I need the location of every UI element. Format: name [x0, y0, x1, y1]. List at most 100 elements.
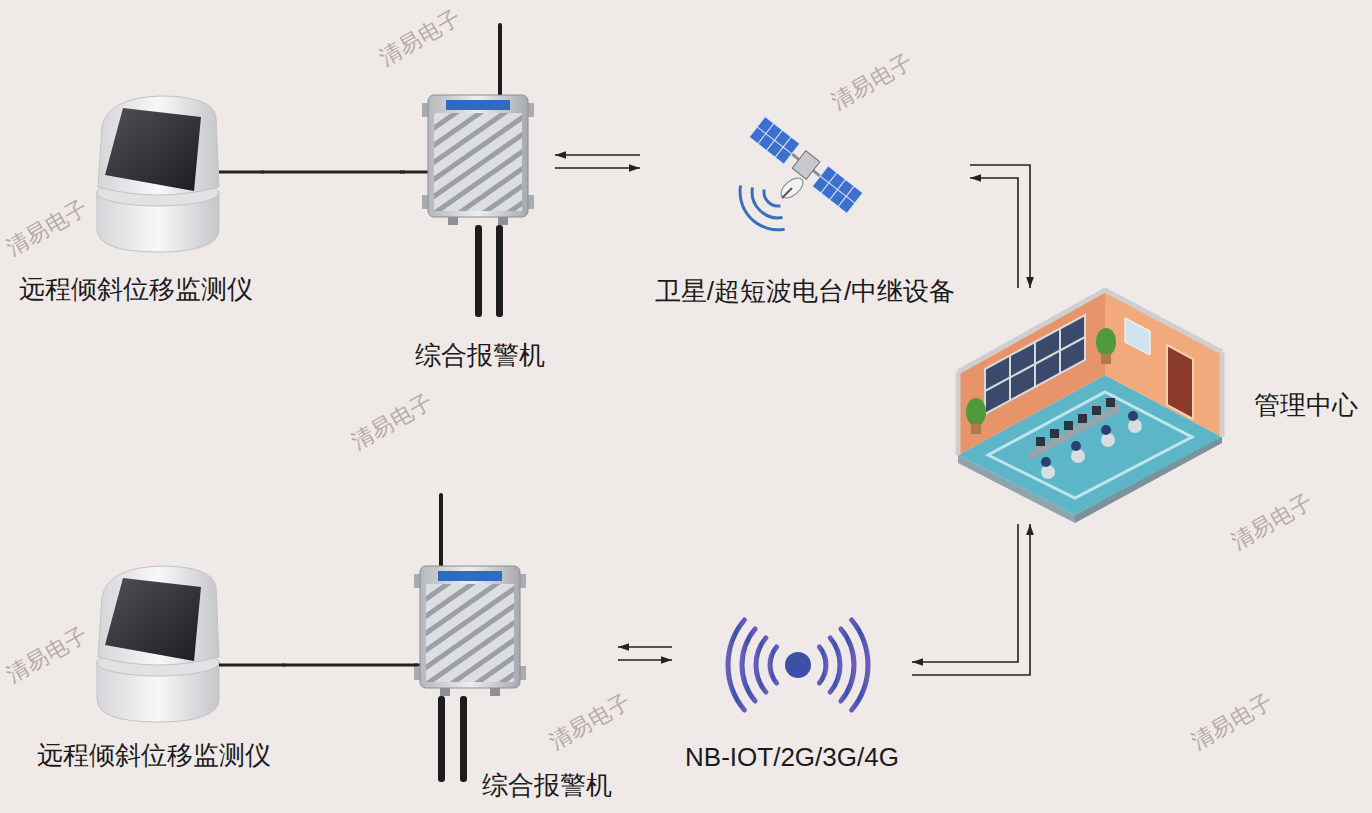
connector-line	[970, 165, 1030, 288]
antenna	[460, 696, 467, 782]
illustration-part	[1106, 398, 1115, 407]
connector	[912, 524, 1030, 675]
room-illustration	[958, 290, 1222, 523]
gateway-symbol	[414, 566, 526, 696]
illustration-part	[1125, 318, 1150, 355]
connector	[282, 665, 418, 666]
connector-line	[555, 154, 640, 156]
connector-line	[912, 524, 1030, 675]
illustration-part	[770, 647, 777, 683]
node-label: 管理中心	[1252, 390, 1360, 422]
illustration-part	[749, 117, 863, 214]
illustration-part	[1071, 449, 1085, 463]
illustration-part	[1220, 352, 1225, 437]
illustration-part	[749, 117, 863, 214]
watermark: 清易电子	[1226, 487, 1317, 557]
connector	[261, 172, 405, 173]
illustration-part	[1041, 457, 1051, 467]
control-center-node: 管理中心	[955, 288, 1364, 524]
illustration-part	[1096, 328, 1116, 356]
monitor-symbol	[97, 96, 219, 252]
illustration-part	[1101, 354, 1111, 364]
illustration-part	[830, 638, 840, 692]
gateway-symbol	[422, 95, 534, 225]
illustration-part	[792, 151, 820, 179]
illustration-part	[1041, 411, 1138, 467]
watermark: 清易电子	[374, 3, 465, 73]
watermark: 清易电子	[544, 687, 635, 757]
cable	[219, 664, 285, 667]
antenna	[496, 225, 503, 317]
illustration-part	[971, 424, 981, 434]
node-label: 卫星/超短波电台/中继设备	[653, 276, 957, 308]
cable	[219, 171, 264, 174]
illustration-part	[1078, 414, 1087, 423]
illustration-part	[1105, 290, 1222, 437]
illustration-part	[782, 188, 792, 198]
illustration-part	[852, 620, 868, 710]
node-label: 综合报警机	[413, 340, 547, 372]
illustration-part	[1064, 421, 1073, 430]
node-label: 远程倾斜位移监测仪	[35, 740, 273, 772]
connector-line	[261, 171, 405, 174]
watermark: 清易电子	[1, 193, 92, 263]
connector-line	[618, 646, 672, 648]
alarm-node: 综合报警机	[418, 492, 618, 806]
connector	[555, 155, 640, 168]
illustration-part	[985, 328, 1085, 400]
illustration-part	[985, 315, 1085, 414]
illustration-part	[756, 638, 766, 692]
connector	[970, 165, 1030, 288]
node-label: 远程倾斜位移监测仪	[17, 274, 255, 306]
connector-line	[282, 664, 418, 667]
antenna	[475, 225, 482, 317]
watermark: 清易电子	[826, 47, 917, 117]
antenna	[439, 495, 443, 566]
illustration-part	[740, 185, 785, 229]
node-label: 综合报警机	[480, 770, 614, 802]
illustration-part	[1036, 437, 1045, 446]
illustration-part	[819, 647, 826, 683]
illustration-part	[764, 190, 780, 206]
monitor-node: 远程倾斜位移监测仪	[11, 92, 261, 310]
antenna	[438, 696, 445, 782]
connector	[618, 647, 672, 660]
signal-symbol	[728, 620, 868, 710]
illustration-part	[1041, 419, 1142, 479]
connector-line	[618, 659, 672, 661]
alarm-node: 综合报警机	[405, 22, 555, 376]
illustration-part	[1036, 398, 1115, 446]
illustration-part	[785, 652, 811, 678]
watermark: 清易电子	[1186, 687, 1277, 757]
illustration-part	[752, 188, 782, 218]
watermark: 清易电子	[1, 620, 92, 690]
monitor-node: 远程倾斜位移监测仪	[26, 562, 282, 776]
illustration-part	[1101, 425, 1111, 435]
connector-line	[555, 167, 640, 169]
relay-node: 卫星/超短波电台/中继设备	[640, 92, 970, 312]
illustration-part	[1092, 406, 1101, 415]
antenna	[498, 25, 502, 96]
satellite-symbol	[740, 117, 863, 230]
illustration-part	[1071, 441, 1081, 451]
illustration-part	[841, 629, 854, 701]
illustration-part	[956, 372, 961, 455]
illustration-part	[1128, 411, 1138, 421]
illustration-part	[1128, 419, 1142, 433]
illustration-part	[1167, 345, 1193, 419]
illustration-part	[966, 398, 986, 426]
monitor-symbol	[97, 566, 219, 722]
connector-line	[970, 178, 1018, 288]
illustration-part	[1050, 429, 1059, 438]
illustration-part	[778, 174, 807, 201]
watermark: 清易电子	[346, 387, 437, 457]
node-label: NB-IOT/2G/3G/4G	[683, 742, 901, 774]
illustration-part	[728, 620, 744, 710]
illustration-part	[1041, 465, 1055, 479]
network-node: NB-IOT/2G/3G/4G	[672, 612, 912, 778]
illustration-part	[1101, 433, 1115, 447]
illustration-part	[742, 629, 755, 701]
